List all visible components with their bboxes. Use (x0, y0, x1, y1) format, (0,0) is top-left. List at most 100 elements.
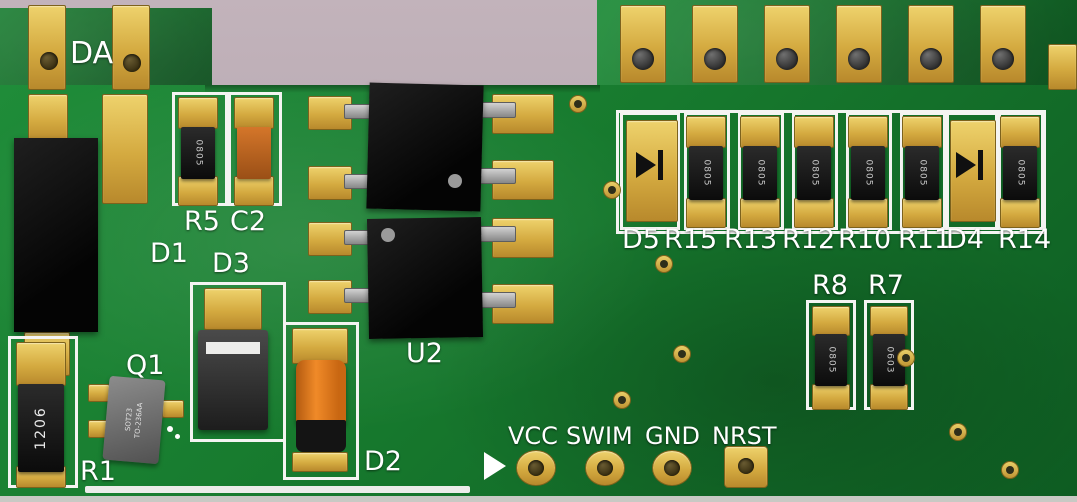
marking-q1-line2: TO-236AA (133, 402, 145, 439)
via-hole (574, 100, 582, 108)
label-d2: D2 (364, 446, 402, 477)
hole (632, 48, 654, 70)
pad-edge-5 (908, 5, 954, 83)
via (1001, 461, 1019, 479)
pad-r7-top (870, 306, 908, 336)
pad-edge-2 (692, 5, 738, 83)
q1-marking-block: SOT23 TO-236AA (122, 401, 145, 438)
marking-r7: 0603 (884, 346, 894, 374)
pad-r14-top (1000, 116, 1040, 148)
pad-r5-bottom (178, 176, 218, 206)
pad-edge-3 (764, 5, 810, 83)
via-hole (608, 186, 616, 194)
pad-r14-bottom (1000, 198, 1040, 228)
pad-d2-bottom (292, 452, 348, 472)
board-bottom-edge (0, 496, 1077, 502)
silkscreen-d5 (620, 112, 680, 230)
pad-edge-1 (620, 5, 666, 83)
marking-r13: 0805 (755, 159, 765, 187)
label-d3: D3 (212, 248, 250, 279)
capacitor-d2-base (296, 420, 346, 452)
silkscreen-r13 (738, 112, 784, 230)
pin1-triangle-marker (484, 452, 506, 480)
pad-edge-6 (980, 5, 1026, 83)
pad-r15-top (686, 116, 726, 148)
label-nrst: NRST (712, 422, 777, 450)
label-r15: R15 (664, 224, 718, 255)
label-gnd: GND (645, 422, 701, 450)
marking-r1: 1206 (32, 406, 49, 450)
hole (123, 54, 141, 72)
pad-board-right-edge (1048, 44, 1077, 90)
pad-swim (585, 450, 625, 486)
pad-d2-top (292, 328, 348, 364)
pad-r15-bottom (686, 198, 726, 228)
via (569, 95, 587, 113)
resistor-r8-body: 0805 (815, 334, 847, 386)
label-r1: R1 (80, 456, 116, 487)
silkscreen-d2 (283, 322, 359, 480)
marking-r10: 0805 (863, 159, 873, 187)
label-r7: R7 (868, 270, 904, 301)
pad-r1-top (16, 342, 66, 386)
resistor-r1-body: 1206 (18, 384, 64, 472)
via (655, 255, 673, 273)
label-u2: U2 (406, 338, 443, 369)
pad-da-right (112, 5, 150, 90)
label-d1: D1 (150, 238, 188, 269)
hole (704, 48, 726, 70)
via-hole (660, 260, 668, 268)
hole (597, 460, 613, 476)
d5-diode-mark (636, 152, 656, 178)
via (603, 181, 621, 199)
silkscreen-r14 (998, 112, 1044, 230)
d5-cathode-bar (658, 150, 663, 180)
hole (40, 52, 58, 70)
u2-pin-dot-lower (381, 228, 395, 242)
pad-r13-top (740, 116, 780, 148)
d4-cathode-bar (978, 150, 983, 180)
pad-r5-top (178, 97, 218, 129)
resistor-r12-body: 0805 (797, 146, 831, 200)
hole (528, 460, 544, 476)
silk-dot-q1-b (175, 434, 180, 439)
resistor-r13-body: 0805 (743, 146, 777, 200)
pad-r11-bottom (902, 198, 942, 228)
via-hole (678, 350, 686, 358)
silkscreen-r10 (846, 112, 892, 230)
component-d1-body (14, 138, 98, 332)
label-r11: R11 (898, 224, 952, 255)
u2-lead-r2 (476, 168, 516, 184)
pad-vcc (516, 450, 556, 486)
label-r12: R12 (782, 224, 836, 255)
pad-c2-top (234, 97, 274, 129)
resistor-r10-body: 0805 (851, 146, 885, 200)
marking-r15: 0805 (701, 159, 711, 187)
silk-dot-q1-a (167, 426, 173, 432)
silkscreen-r15 (684, 112, 730, 230)
pad-r12-bottom (794, 198, 834, 228)
hole (776, 48, 798, 70)
label-r13: R13 (724, 224, 778, 255)
hole (664, 460, 680, 476)
label-r8: R8 (812, 270, 848, 301)
pad-r11-top (902, 116, 942, 148)
marking-r14: 0805 (1015, 159, 1025, 187)
label-d5: D5 (622, 224, 660, 255)
pad-d3-top (204, 288, 262, 330)
board-edge-highlight (85, 486, 470, 493)
marking-r8: 0805 (826, 346, 836, 374)
resistor-r5-body: 0805 (181, 127, 215, 179)
label-da: DA (70, 36, 114, 71)
hole (992, 48, 1014, 70)
label-swim: SWIM (566, 422, 633, 450)
via-hole (902, 354, 910, 362)
via (673, 345, 691, 363)
resistor-r15-body: 0805 (689, 146, 723, 200)
pad-d1-top (28, 94, 68, 144)
pad-q1-3 (162, 400, 184, 418)
capacitor-d2-body (296, 360, 346, 424)
silkscreen-d4 (946, 112, 998, 230)
via-hole (954, 428, 962, 436)
